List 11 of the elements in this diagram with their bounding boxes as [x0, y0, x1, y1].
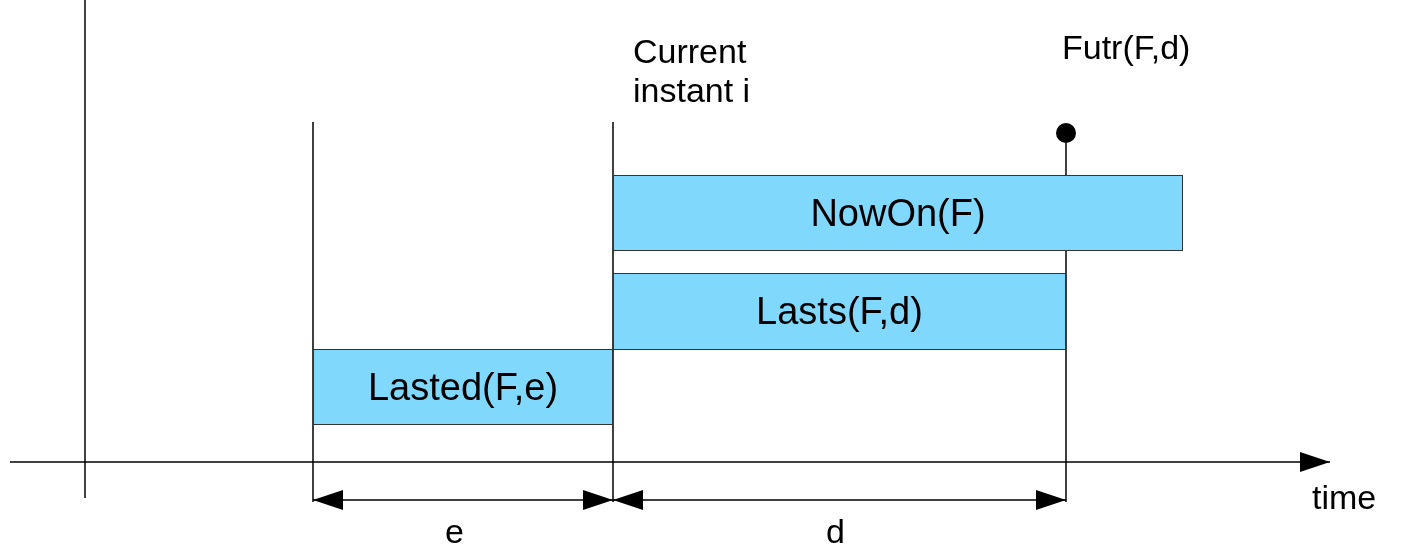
interval-label: Lasts(F,d): [756, 290, 923, 333]
instant-label: Futr(F,d): [1062, 28, 1191, 68]
dimension-label: e: [445, 512, 464, 552]
interval-bar: [613, 175, 1183, 251]
dimension-label: d: [826, 512, 845, 552]
interval-bar: [313, 349, 613, 425]
interval-label: Lasted(F,e): [367, 365, 559, 409]
interval-label: NowOn(F): [810, 191, 986, 235]
interval-bar: [613, 273, 1066, 350]
axis-label: time: [1312, 478, 1377, 518]
instant-label: Current instant i: [633, 32, 752, 111]
